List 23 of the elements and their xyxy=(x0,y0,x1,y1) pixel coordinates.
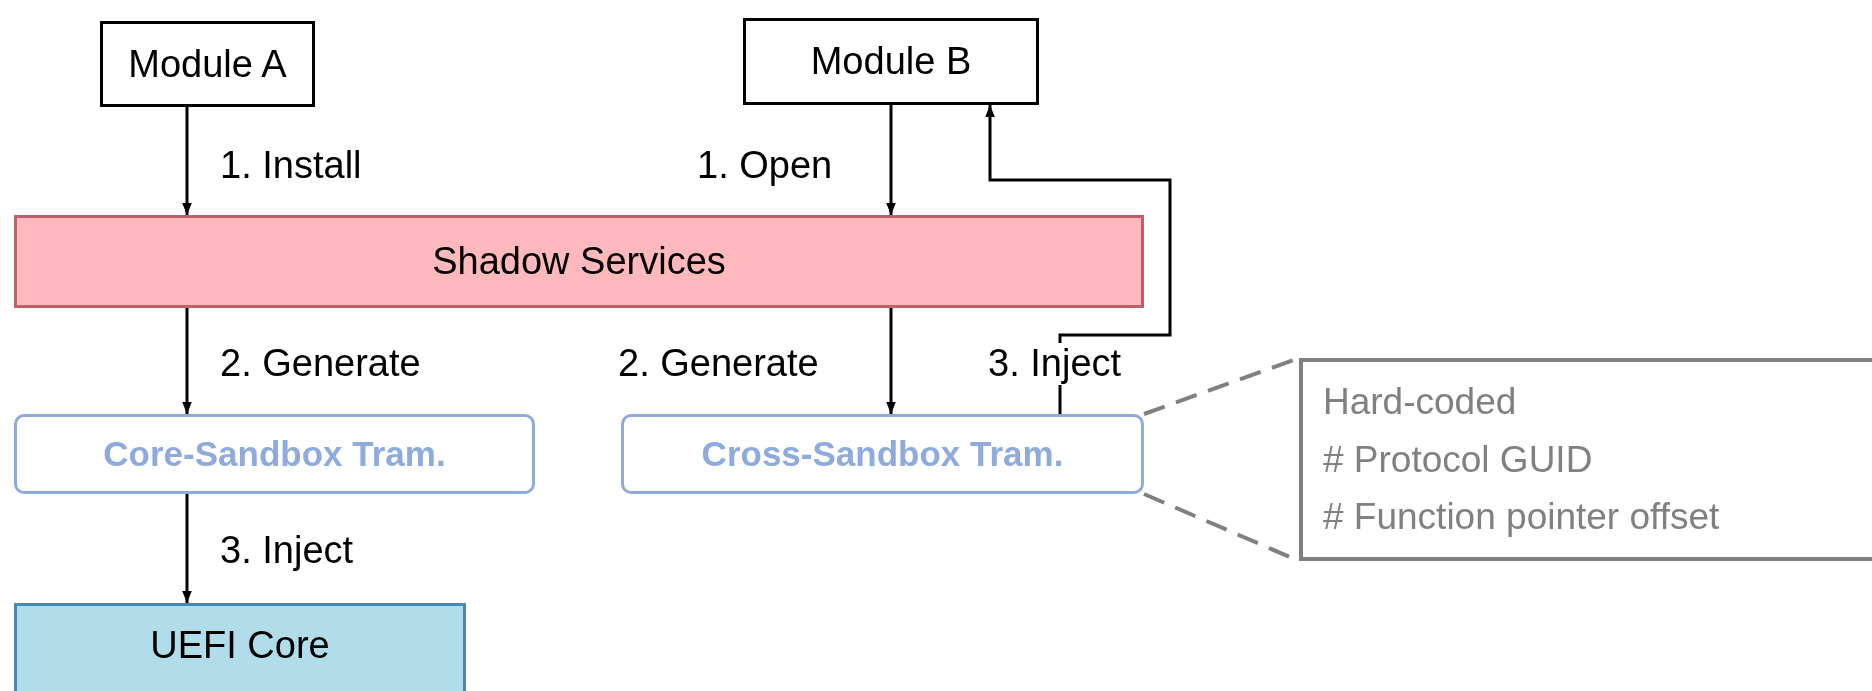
node-text: UEFI Core xyxy=(150,624,330,667)
node-text: # Function pointer offset xyxy=(1323,495,1720,538)
arrow xyxy=(886,105,896,215)
module-box xyxy=(743,18,1039,105)
node-text: Core-Sandbox Tram. xyxy=(103,434,446,474)
arrow xyxy=(182,494,192,603)
service-bar xyxy=(14,215,1144,308)
arrow xyxy=(182,308,192,414)
node-text: Hard-coded xyxy=(1323,381,1517,424)
edge-label: 3. Inject xyxy=(988,343,1122,385)
core-box xyxy=(14,603,466,691)
note-box xyxy=(1299,358,1872,561)
node-text: Cross-Sandbox Tram. xyxy=(701,434,1064,474)
node-text: Module A xyxy=(128,42,287,86)
arrow xyxy=(985,105,1172,414)
arrow xyxy=(182,107,192,215)
module-box xyxy=(100,21,315,107)
trampoline-box xyxy=(14,414,535,494)
node-text: # Protocol GUID xyxy=(1323,438,1593,481)
arrow xyxy=(886,308,896,414)
trampoline-box xyxy=(621,414,1144,494)
node-text: Shadow Services xyxy=(432,240,726,283)
node-text: Module B xyxy=(810,40,972,83)
